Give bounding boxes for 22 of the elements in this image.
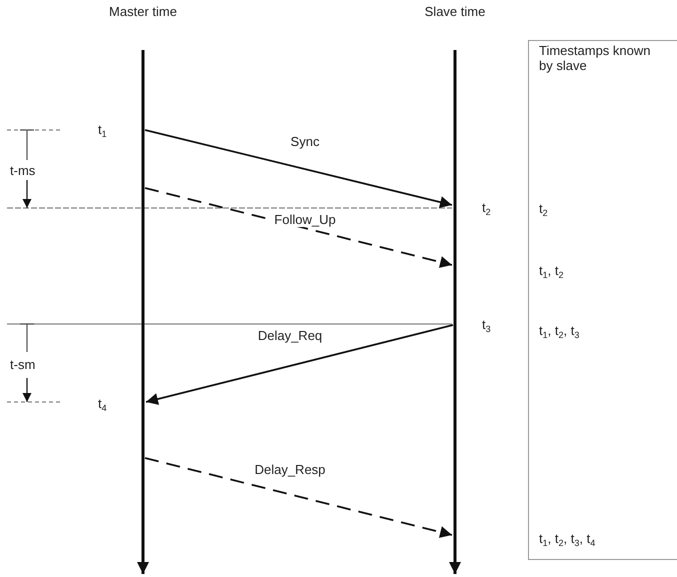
message-arrow (144, 457, 452, 538)
lifeline-heading: Master time (108, 4, 178, 19)
message-arrow (144, 187, 452, 268)
timestamp-list: t$_{1}$, t$_{2}$ (539, 263, 664, 278)
edge-label: Sync (288, 134, 322, 149)
panel-heading: Timestamps known by slave (539, 43, 652, 73)
edge-label: Delay_Req (256, 328, 324, 343)
timestamp-list: t$_{1}$, t$_{2}$, t$_{3}$ (539, 323, 664, 338)
message-arrow (146, 324, 454, 405)
timestamp-label: t$_{2}$ (482, 200, 491, 215)
timestamp-list: t$_{2}$ (539, 201, 664, 216)
edge-label: Delay_Resp (252, 462, 328, 477)
edge-label: Follow_Up (272, 212, 338, 227)
lifeline-heading: Slave time (424, 4, 486, 19)
interval-label: t-sm (10, 357, 36, 372)
message-arrow (144, 129, 452, 208)
interval-label: t-ms (10, 163, 36, 178)
timestamp-label: t$_{3}$ (482, 317, 491, 332)
timestamp-label: t$_{4}$ (98, 396, 107, 411)
timestamp-list: t$_{1}$, t$_{2}$, t$_{3}$, t$_{4}$ (539, 531, 664, 546)
timestamp-label: t$_{1}$ (98, 122, 107, 137)
timestamp-panel (528, 40, 677, 560)
